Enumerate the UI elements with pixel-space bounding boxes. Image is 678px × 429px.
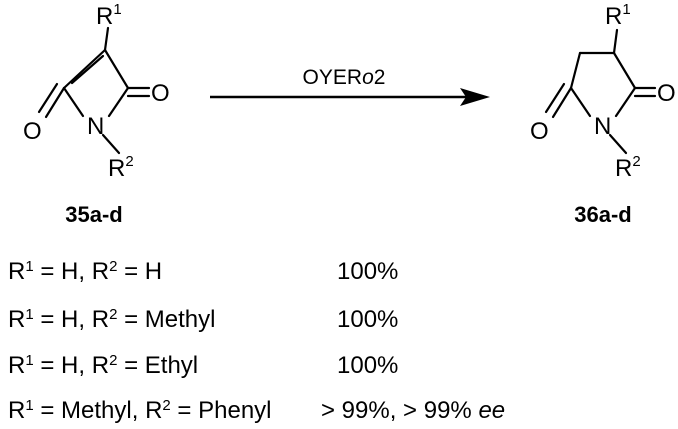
r1-value: Methyl bbox=[61, 397, 132, 424]
bond-c5-c4-double bbox=[62, 48, 107, 90]
yield-value: 100% bbox=[337, 258, 399, 285]
substituent-row: R1 = H, R2 = Methyl bbox=[8, 305, 216, 333]
atom-o-left: O bbox=[23, 118, 42, 145]
bond-carbonyl-left bbox=[44, 86, 66, 119]
bond-c2-n bbox=[614, 86, 637, 118]
atom-r1: R1 bbox=[96, 1, 122, 30]
r1-value: H bbox=[61, 258, 79, 285]
bond-carbonyl-left-2 bbox=[544, 82, 566, 114]
atom-n: N bbox=[87, 113, 104, 140]
substituent-row: R1 = Methyl, R2 = Phenyl bbox=[8, 396, 272, 424]
bond-c5-c4 bbox=[569, 51, 582, 90]
reactant-label: 35a-d bbox=[65, 202, 122, 227]
yield-value: 100% bbox=[337, 352, 399, 379]
atom-o-right: O bbox=[151, 80, 170, 107]
atom-r2: R2 bbox=[615, 153, 641, 182]
r1-value: H bbox=[61, 306, 79, 333]
atom-n: N bbox=[594, 113, 611, 140]
bond-carbonyl-left bbox=[551, 86, 573, 119]
bond-c2-n bbox=[107, 86, 130, 118]
substituent-row: R1 = H, R2 = Ethyl bbox=[8, 351, 199, 379]
substituent-row: R1 = H, R2 = H bbox=[8, 257, 163, 285]
reactant-structure: R1 O O N R2 bbox=[23, 1, 170, 182]
product-label: 36a-d bbox=[574, 202, 631, 227]
arrow-head bbox=[460, 88, 490, 106]
bond-r2 bbox=[608, 133, 628, 155]
bond-r2 bbox=[101, 133, 121, 155]
bond-n-c5 bbox=[569, 86, 592, 118]
yield-value: > 99%, > 99% ee bbox=[321, 397, 506, 424]
reagent-label: OYERo2 bbox=[303, 66, 386, 89]
r2-value: Phenyl bbox=[198, 397, 272, 424]
bond-c3-c2 bbox=[612, 51, 637, 90]
product-structure: R1 O O N R2 bbox=[530, 1, 676, 182]
atom-o-left: O bbox=[530, 118, 549, 145]
ee-label: ee bbox=[478, 397, 506, 424]
atom-r2: R2 bbox=[108, 153, 134, 182]
bond-n-c5 bbox=[62, 86, 85, 118]
r2-value: H bbox=[144, 258, 163, 285]
bond-c3-c2 bbox=[103, 48, 130, 90]
atom-r1: R1 bbox=[605, 1, 631, 30]
r2-value: Ethyl bbox=[144, 352, 199, 379]
r1-value: H bbox=[61, 352, 79, 379]
bond-c5-c4-inner bbox=[70, 54, 105, 85]
r2-value: Methyl bbox=[144, 306, 216, 333]
bond-r1 bbox=[612, 28, 619, 55]
reaction-scheme: R1 O O N R2 35a-d OYERo2 R1 O O N R2 36a… bbox=[23, 1, 676, 227]
atom-o-right: O bbox=[657, 80, 676, 107]
reaction-arrow bbox=[210, 88, 490, 106]
bond-r1 bbox=[103, 26, 110, 52]
yield-value: 100% bbox=[337, 306, 399, 333]
bond-carbonyl-left-2 bbox=[37, 82, 59, 114]
